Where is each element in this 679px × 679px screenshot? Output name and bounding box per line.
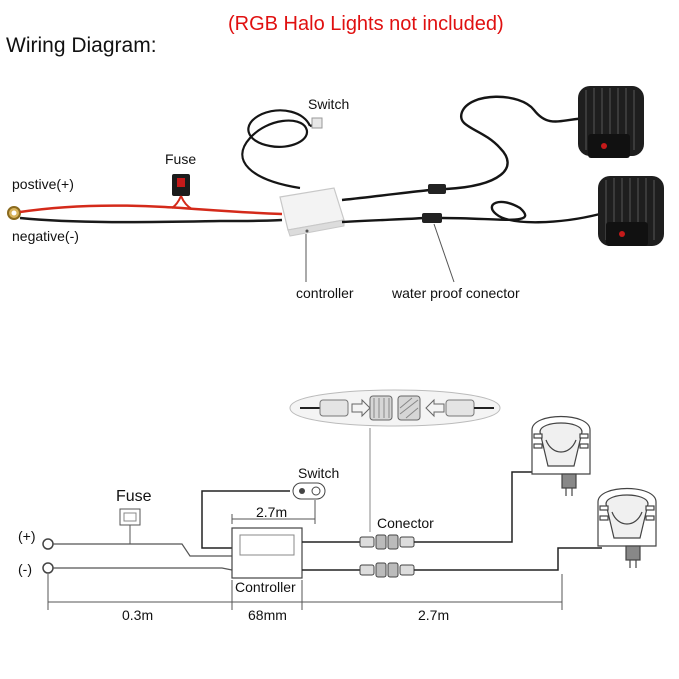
- lamp-outline-lower: [597, 487, 657, 568]
- connector-symbol-upper: [359, 534, 415, 550]
- diagram-title: Wiring Diagram:: [6, 34, 157, 57]
- controller-label: controller: [296, 285, 354, 301]
- light-unit-upper: [578, 86, 644, 158]
- lamp-feed-upper: [414, 471, 545, 543]
- plus-label: (+): [18, 528, 36, 544]
- output-cable-lower: [341, 200, 601, 224]
- switch-label: Switch: [308, 96, 350, 112]
- dim-power-label: 0.3m: [122, 607, 154, 623]
- schematic-switch-label: Switch: [298, 465, 340, 481]
- lamp-feed-lower: [414, 547, 602, 571]
- red-power-wire: [19, 204, 283, 216]
- minus-label: (-): [18, 561, 32, 577]
- connector-symbol-lower: [359, 562, 415, 578]
- switch-line: [201, 490, 290, 549]
- switch-symbol: [292, 482, 326, 500]
- not-included-note: (RGB Halo Lights not included): [228, 13, 504, 35]
- minus-terminal: [42, 562, 54, 574]
- lamp-outline-upper: [531, 415, 591, 496]
- dim-output-label: 2.7m: [418, 607, 450, 623]
- minus-line: [53, 567, 233, 571]
- connector-label: water proof conector: [392, 285, 520, 301]
- fuse-symbol: [119, 508, 141, 544]
- negative-label: negative(-): [12, 228, 79, 244]
- switch-length-label: 2.7m: [256, 504, 288, 520]
- schematic-connector-label: Conector: [377, 515, 434, 531]
- fuse-label: Fuse: [165, 151, 197, 167]
- plus-terminal: [42, 538, 54, 550]
- schematic-controller-label: Controller: [235, 579, 296, 595]
- black-ground-wire: [19, 216, 283, 224]
- connector-leader: [433, 223, 455, 283]
- controller-symbol: [231, 527, 303, 579]
- length-dimensions: [47, 574, 563, 610]
- positive-ring-terminal: [7, 206, 21, 220]
- controller-box: [279, 187, 345, 237]
- switch-length-dimension: [231, 500, 316, 524]
- light-unit-lower: [598, 176, 664, 246]
- plus-line: [53, 543, 232, 557]
- switch-cable: [241, 109, 323, 190]
- output-cable-upper: [341, 95, 587, 202]
- connector-closeup: [289, 389, 501, 427]
- fuse-holder: [171, 174, 193, 210]
- schematic-fuse-label: Fuse: [116, 488, 152, 505]
- positive-label: postive(+): [12, 176, 74, 192]
- dim-controller-label: 68mm: [248, 607, 287, 623]
